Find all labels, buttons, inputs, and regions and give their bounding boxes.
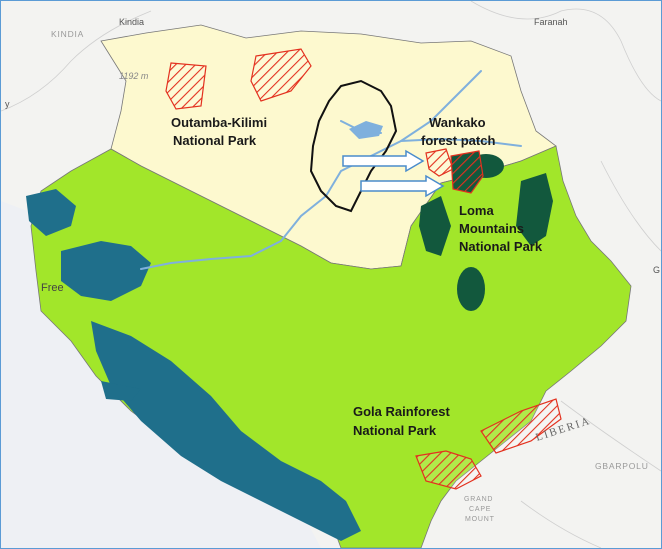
label-cape: CAPE (469, 506, 491, 513)
label-faranah: Faranah (534, 17, 568, 27)
dense-forest (419, 154, 553, 311)
label-wankako-1: Wankako (429, 115, 486, 130)
label-mount: MOUNT (465, 516, 495, 523)
lake (349, 121, 383, 139)
label-gola-2: National Park (353, 423, 437, 438)
coastal-forest (26, 189, 361, 541)
label-edge-y: y (5, 99, 10, 109)
label-gola-1: Gola Rainforest (353, 404, 450, 419)
gola-hatch (415, 398, 562, 490)
label-outamba-2: National Park (173, 133, 257, 148)
label-outamba-1: Outamba-Kilimi (171, 115, 267, 130)
label-grand: GRAND (464, 496, 493, 503)
wankako-hatch (425, 148, 484, 194)
label-gbarpolu: GBARPOLU (595, 461, 649, 471)
label-kindia-region: KINDIA (51, 29, 84, 39)
arrow-upper (342, 149, 425, 173)
ocean (1, 201, 321, 548)
wankako-boundary (309, 79, 398, 213)
outamba-kilimi-hatch (165, 48, 312, 110)
arrow-lower (360, 174, 445, 198)
label-kindia-town: Kindia (119, 17, 144, 27)
label-elevation: 1192 m (119, 71, 149, 81)
label-loma-2: Mountains (459, 221, 524, 236)
label-wankako-2: forest patch (421, 133, 495, 148)
label-loma-1: Loma (459, 203, 494, 218)
label-freetown: Free (41, 282, 64, 294)
label-edge-g: G (653, 265, 660, 275)
label-loma-3: National Park (459, 239, 543, 254)
